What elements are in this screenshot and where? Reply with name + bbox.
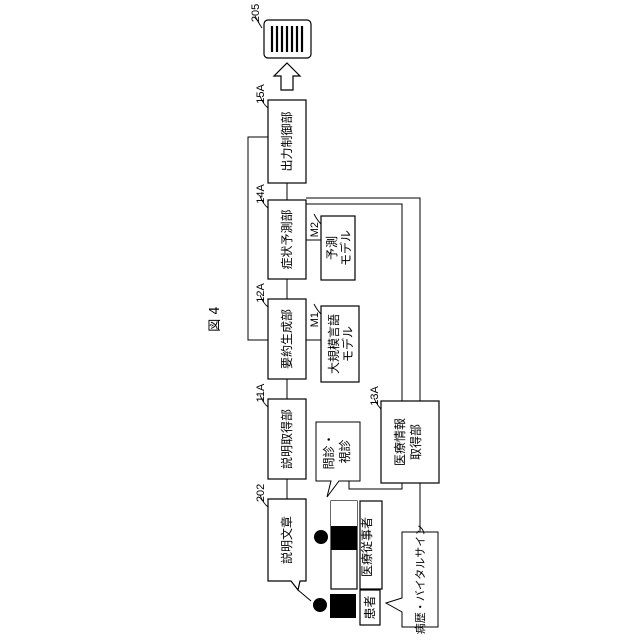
summary-generation-label: 要約生成部: [279, 309, 294, 369]
figure-label: 図 4: [208, 306, 223, 331]
inquiry-bubble-line-1: 問診・: [321, 433, 336, 469]
hollow-arrow-up-icon: [274, 63, 300, 90]
ref-large-language-model: M1: [309, 312, 321, 327]
prediction-model-line-2: モデル: [338, 230, 353, 266]
patient-label: 患者: [363, 595, 377, 619]
person-icon: [313, 594, 356, 618]
history-vitals-speech-bubble: [386, 532, 438, 627]
person-icon: [314, 526, 357, 550]
ref-summary-generation: 12A: [255, 283, 267, 303]
ref-symptom-prediction: 14A: [255, 184, 267, 204]
explanation-document-label: 説明文章: [279, 516, 294, 564]
medical-worker-label: 医療従事者: [360, 517, 374, 577]
ref-explanation-document: 202: [255, 484, 267, 502]
ref-prediction-model: M2: [309, 222, 321, 237]
ref-explanation-acquisition: 11A: [255, 383, 267, 402]
ref-output-control: 15A: [255, 84, 267, 104]
ref-medical-info-acquisition: 13A: [369, 386, 381, 406]
medical-info-acquisition-line-2: 取得部: [408, 424, 423, 460]
ref-display: 205: [250, 4, 262, 22]
output-control-label: 出力制御部: [279, 111, 294, 171]
prediction-model-line-1: 予測: [325, 236, 339, 260]
display-icon: [264, 20, 311, 58]
symptom-prediction-label: 症状予測部: [279, 209, 294, 269]
inquiry-bubble-line-2: 視診: [337, 439, 352, 463]
large-language-model-line-2: モデル: [340, 326, 355, 362]
document-pointer-line: [298, 590, 311, 601]
explanation-acquisition-label: 説明取得部: [279, 409, 294, 469]
large-language-model-line-1: 大規模言語: [326, 314, 341, 374]
history-vitals-label: 病歴・バイタルサイン: [413, 525, 427, 635]
medical-info-acquisition-line-1: 医療情報: [393, 418, 407, 466]
